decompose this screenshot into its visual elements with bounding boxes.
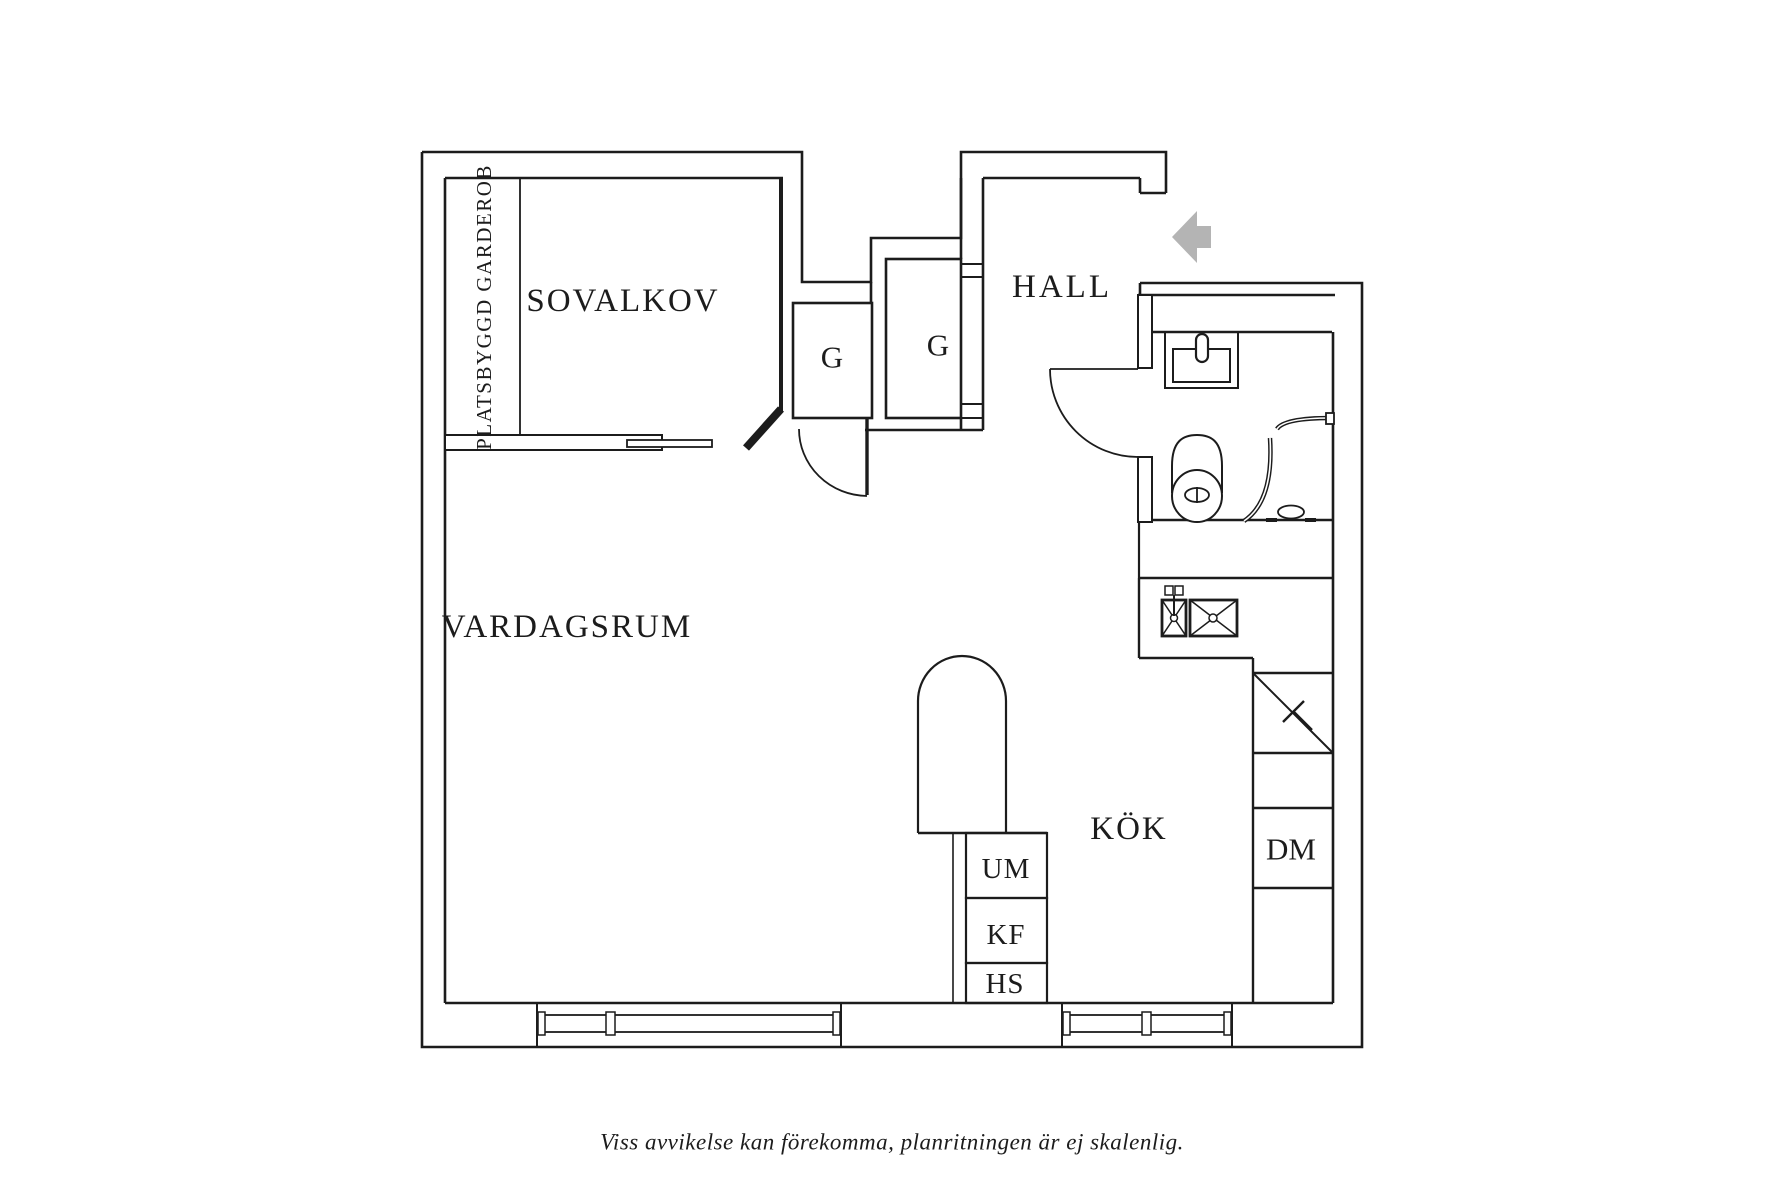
dm-label: DM xyxy=(1266,832,1316,867)
garderob-left-box xyxy=(791,301,874,420)
vardagsrum-label: VARDAGSRUM xyxy=(442,609,692,645)
garderob-right-label: G xyxy=(927,328,949,363)
bathroom-door xyxy=(1049,294,1153,523)
window-right-tick-b xyxy=(1141,1011,1152,1036)
building-outline xyxy=(420,150,1364,1049)
cabinet-diagonal-mark xyxy=(1282,700,1313,731)
garderob-wall-band xyxy=(865,178,983,432)
garderob-left-label: G xyxy=(821,340,843,375)
bathroom-left-wall-upper xyxy=(1137,294,1153,369)
cabinet-dividers xyxy=(1253,671,1333,890)
kitchen-counter-outline xyxy=(1137,576,1333,1003)
bathroom-faucet-icon xyxy=(1194,332,1210,364)
window-left-tick-a xyxy=(537,1011,546,1036)
bathroom-left-wall-lower xyxy=(1137,456,1153,523)
floor-drain-icon xyxy=(1277,504,1305,520)
sovalkov-label: SOVALKOV xyxy=(526,283,719,319)
garderob-right-notch-bottom xyxy=(960,403,984,419)
shower-curtain-upper-inner xyxy=(1276,417,1332,430)
closets xyxy=(791,257,984,497)
sliding-door-wall xyxy=(444,178,713,451)
windows xyxy=(536,1003,1233,1047)
um-label: UM xyxy=(982,853,1031,885)
bathroom-door-arc xyxy=(1049,368,1139,458)
chamfer-wall xyxy=(743,406,784,451)
disclaimer-caption: Viss avvikelse kan förekomma, planritnin… xyxy=(600,1130,1184,1155)
hall-label: HALL xyxy=(1012,269,1112,305)
hs-box xyxy=(964,961,1049,1005)
sliding-door-panel xyxy=(626,439,713,448)
window-left-tick-c xyxy=(832,1011,841,1036)
chimney-outline xyxy=(916,654,1008,833)
window-right-tick-c xyxy=(1223,1011,1232,1036)
window-left-tick-b xyxy=(605,1011,616,1036)
bathroom-sink-counter xyxy=(1164,331,1239,389)
inner-walls xyxy=(443,176,1335,1005)
kitchen-faucet-a xyxy=(1164,585,1174,596)
entry-arrow-icon xyxy=(1172,211,1211,263)
window-right-tick-a xyxy=(1062,1011,1071,1036)
shower-rail-end xyxy=(1325,412,1335,425)
kf-label: KF xyxy=(986,919,1025,951)
kok-label: KÖK xyxy=(1090,811,1168,847)
kitchen-cabinets xyxy=(1137,576,1334,1003)
hall-top-right-walls xyxy=(983,176,1166,295)
shower-curtain-lower-inner xyxy=(1243,437,1272,522)
garderob-right-notch-top xyxy=(960,263,984,278)
sink-right-drain xyxy=(1208,613,1218,623)
hs-label: HS xyxy=(985,968,1024,1000)
room-labels: SOVALKOV PLATSBYGGD GARDEROB VARDAGSRUM … xyxy=(442,164,1316,1000)
window-niche-lines xyxy=(536,1003,1233,1047)
platsbyggd-garderob-label: PLATSBYGGD GARDEROB xyxy=(472,164,496,450)
kitchen-faucet-b xyxy=(1174,585,1184,596)
bathroom-fixtures xyxy=(1164,331,1335,523)
garderob-right-box xyxy=(884,257,963,420)
kitchen-sink-right-icon xyxy=(1188,598,1239,638)
thin-wall xyxy=(952,832,967,1004)
appliance-column xyxy=(916,654,1049,1005)
garderob-door-arc xyxy=(798,428,868,497)
outer-walls xyxy=(420,150,1364,1049)
window-left-glass xyxy=(540,1014,838,1033)
